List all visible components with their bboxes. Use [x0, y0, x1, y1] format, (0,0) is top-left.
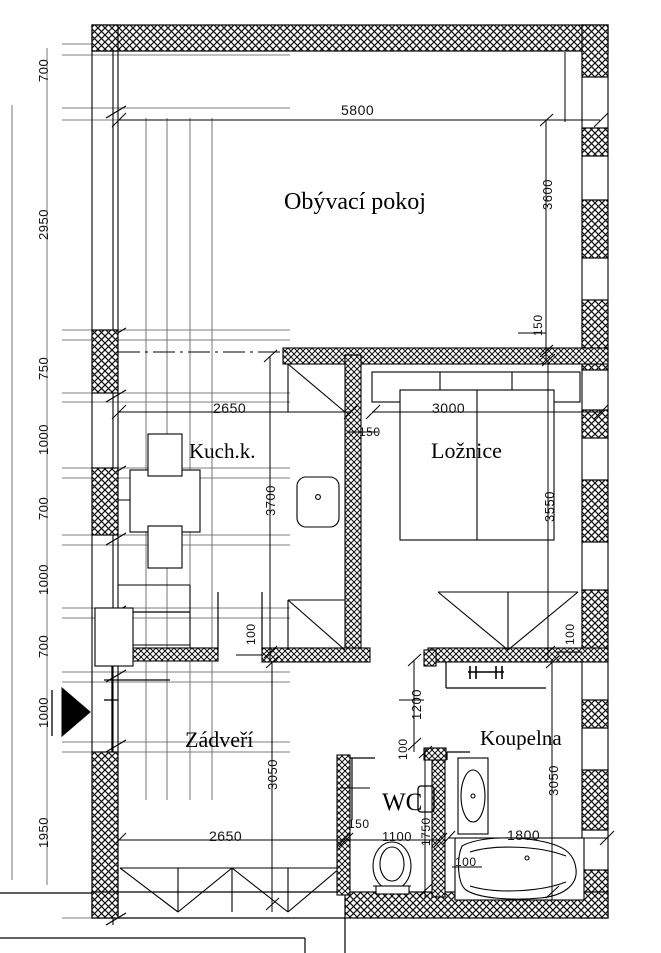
dimension-bath-offset: [407, 653, 422, 752]
door-swing-bedroom: [437, 591, 579, 651]
radiator-shelf: [445, 662, 546, 689]
wall-exterior-top: [91, 24, 609, 52]
dimension-bedroom-height: [541, 353, 556, 660]
door-leaf-entry: [104, 660, 170, 752]
dimension-bedroom-width: [365, 404, 609, 420]
wall-interior-bedroom-bottom: [427, 647, 609, 663]
dimension-wc-height: [418, 745, 433, 898]
dim-wc-wall-150: 150: [348, 817, 370, 831]
dim-living-wall-150: 150: [531, 314, 545, 336]
dim-bath-height: 3050: [546, 765, 561, 796]
wall-pier-bathroom-top: [423, 649, 437, 667]
dim-bedroom-width: 3000: [432, 400, 466, 416]
wall-thickness-leaders: [236, 332, 582, 868]
dim-bedroom-wall-100-right: 100: [563, 623, 577, 645]
dim-living-height: 3600: [540, 179, 555, 210]
dim-left-1000-b: 1000: [36, 564, 51, 595]
dimension-bath-width: [441, 830, 615, 846]
dimension-kitchen-width: [111, 404, 359, 420]
toilet: [372, 841, 412, 895]
washbasin-bath: [457, 757, 489, 835]
double-bed: [399, 389, 555, 541]
kitchen-counter-upper: [118, 584, 191, 648]
dimension-bath-height: [545, 655, 560, 900]
door-leaf-bath: [446, 751, 470, 760]
dim-living-width: 5800: [341, 102, 375, 118]
dim-wc-width: 1100: [382, 829, 412, 844]
dim-bath-wall-100: 100: [455, 855, 477, 869]
dim-left-700-c: 700: [36, 634, 51, 658]
chair-top: [147, 433, 183, 477]
dim-kitchen-height: 3700: [263, 485, 278, 516]
wc-fixture-icon: [417, 785, 435, 813]
chair-bottom: [147, 525, 183, 569]
dim-kitchen-width: 2650: [213, 400, 247, 416]
dim-left-1000-a: 1000: [36, 424, 51, 455]
dim-left-700-b: 700: [36, 496, 51, 520]
wall-interior-wc-right: [431, 751, 446, 898]
title-block-frame: [0, 937, 306, 953]
radiator: [468, 666, 504, 679]
door-swing-living-to-corridor: [287, 363, 346, 413]
dim-left-700-a: 700: [36, 58, 51, 82]
wall-exterior-left: [91, 24, 119, 919]
dining-table: [129, 469, 201, 533]
wall-exterior-bottom-left-pier: [91, 891, 119, 919]
door-leaf-kitchen: [217, 592, 263, 652]
wall-interior-wc-left: [336, 754, 351, 896]
dim-bedroom-height: 3550: [542, 491, 557, 522]
folding-door-symbol: [119, 867, 341, 913]
dim-left-750: 750: [36, 356, 51, 380]
dim-hall-width: 2650: [209, 828, 243, 844]
dim-corridor-wall-150: 150: [359, 425, 381, 439]
sheet-border: [0, 892, 346, 953]
wall-interior-corridor-bottom: [261, 647, 371, 663]
wall-interior-living-bottom: [282, 347, 609, 365]
door-leaf-wc: [350, 757, 375, 820]
wall-interior-corridor-right: [344, 354, 362, 661]
dim-kitchen-wall-100: 100: [244, 623, 258, 645]
door-swing-corridor-bottom: [287, 599, 346, 651]
dimension-hall-height: [265, 655, 280, 912]
dim-bath-offset-1200: 1200: [409, 689, 424, 720]
wall-openings-right: [581, 77, 609, 870]
dim-hall-height: 3050: [265, 759, 280, 790]
dim-left-1950: 1950: [36, 817, 51, 848]
dim-left-2950: 2950: [36, 209, 51, 240]
left-dimension-lines: [11, 48, 48, 885]
dimension-living-height: [539, 113, 554, 360]
dim-wc-height: 1750: [419, 817, 433, 846]
dim-left-1000-c: 1000: [36, 697, 51, 728]
dim-bath-offset-100: 100: [396, 738, 410, 760]
washbasin-corridor: [296, 476, 340, 528]
dimension-wc-width: [336, 832, 448, 848]
dim-bath-width: 1800: [507, 827, 541, 843]
kitchen-counter: [94, 607, 190, 667]
bathtub: [454, 837, 585, 901]
dimension-living-width: [111, 52, 609, 128]
entrance-direction-arrow: [61, 686, 91, 738]
wall-exterior-right: [581, 24, 609, 919]
